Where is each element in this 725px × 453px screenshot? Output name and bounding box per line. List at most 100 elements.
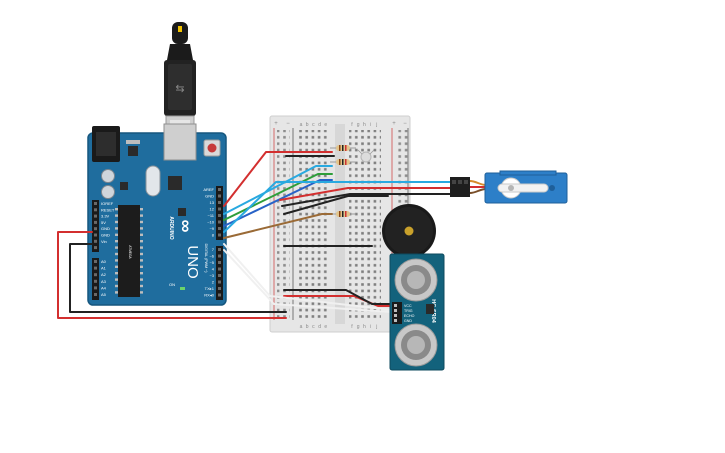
wire-buzzer-black[interactable]: [283, 195, 389, 215]
digital-pin-label: ~10: [207, 220, 215, 225]
regulator: [128, 146, 138, 156]
digital-pin-label: ~5: [209, 260, 214, 265]
digital-header-top: [216, 186, 223, 240]
wire-pin12-cyan[interactable]: [223, 165, 333, 215]
power-pin-label: RESET: [101, 207, 115, 212]
wire-pin10-blue[interactable]: [223, 179, 333, 227]
column-letter: a: [300, 122, 303, 128]
digital-pin-label: RX◂0: [204, 293, 215, 298]
column-letter: g: [357, 324, 360, 330]
micro-servo[interactable]: [450, 170, 568, 204]
rail-plus-top-right-label: +: [392, 121, 396, 127]
servo-horn: [497, 183, 549, 193]
power-header: [92, 200, 99, 252]
wire-servo-power-red[interactable]: [279, 187, 457, 201]
column-letter: i: [370, 122, 371, 128]
power-pin-label: GND: [101, 233, 110, 238]
power-pin-label: IOREF: [101, 201, 114, 206]
analog-pin-label: A0: [101, 259, 107, 264]
ultrasonic-transducer-bottom: [394, 323, 438, 367]
wire-sensor-trig-white[interactable]: [223, 249, 393, 313]
column-letter: i: [370, 324, 371, 330]
reset-button-cap: [207, 143, 217, 153]
wire-sensor-echo-white[interactable]: [223, 243, 393, 311]
digital-pwm-label: DIGITAL (PWM ~): [204, 244, 208, 273]
piezo-buzzer[interactable]: [382, 204, 436, 258]
column-letter: e: [324, 122, 327, 128]
breadboard-center-gap: [335, 124, 345, 324]
power-pin-label: 5V: [101, 220, 106, 225]
column-letter: j: [375, 122, 377, 128]
column-letter: e: [324, 324, 327, 330]
arduino-brand-label: ARDUINO: [168, 216, 174, 239]
digital-pin-label: ~9: [209, 226, 214, 231]
terminal-strip-left: [298, 130, 330, 320]
on-label: ON: [169, 282, 175, 287]
digital-header-bottom: [216, 246, 223, 300]
resistor-2[interactable]: [330, 159, 356, 165]
usb-chip: [168, 176, 182, 190]
analog-pin-label: A3: [101, 279, 107, 284]
digital-pin-label: 13: [210, 200, 215, 205]
wire-5v-red[interactable]: [57, 231, 287, 319]
rail-minus-top-label: −: [286, 121, 290, 127]
usb-jack: [163, 123, 197, 161]
left-power-rail: [277, 130, 290, 320]
wire-pin9-brown[interactable]: [223, 213, 333, 239]
column-letter: h: [363, 324, 366, 330]
column-letter: a: [300, 324, 303, 330]
resistor-3[interactable]: [330, 211, 356, 217]
column-letter: j: [375, 324, 377, 330]
wire-servo-signal-cyan[interactable]: [223, 181, 457, 233]
usb-cable-marker: [178, 26, 182, 32]
rgb-led[interactable]: [357, 149, 375, 163]
column-letter: b: [306, 324, 309, 330]
ultrasonic-transducer-top: [394, 258, 438, 302]
digital-pin-label: ~6: [209, 254, 214, 259]
arduino-model-label: UNO: [184, 245, 201, 278]
arduino-logo: ∞: [176, 220, 196, 233]
power-pin-label: Vin: [101, 239, 107, 244]
analog-header: [92, 258, 99, 300]
column-letter: b: [306, 122, 309, 128]
analog-pin-label: A2: [101, 272, 107, 277]
digital-pin-label: 7: [212, 247, 215, 252]
wire-sensor-gnd-black[interactable]: [283, 289, 393, 305]
digital-pin-label: 4: [212, 267, 215, 272]
crystal: [145, 165, 161, 197]
arduino-uno-board[interactable]: ∞ UNO ARDUINO ON DIGITAL (PWM ~) ATMEGA …: [87, 123, 227, 306]
column-letter: f: [351, 324, 353, 330]
digital-pin-label: GND: [205, 194, 214, 199]
column-letter: d: [318, 324, 321, 330]
wire-gnd-black[interactable]: [69, 243, 287, 313]
capacitor-1: [101, 169, 115, 183]
wire-pin11-green[interactable]: [223, 173, 333, 221]
usb-symbol-icon: ⇆: [175, 82, 184, 95]
analog-pin-label: A5: [101, 292, 107, 297]
capacitor-2: [101, 185, 115, 199]
digital-pin-label: 12: [210, 207, 215, 212]
sensor-pin-label: ECHO: [404, 314, 415, 318]
resistor-1[interactable]: [330, 145, 356, 151]
wire-servo-ground-black[interactable]: [281, 193, 457, 207]
sensor-pin-label: GND: [404, 319, 412, 323]
wire-pin13-red[interactable]: [223, 151, 333, 207]
analog-pin-label: A4: [101, 285, 107, 290]
on-led: [180, 287, 185, 290]
column-letter: d: [318, 122, 321, 128]
buzzer-center: [404, 226, 414, 236]
column-letter: f: [351, 122, 353, 128]
column-letter: c: [312, 122, 315, 128]
power-pin-label: 3.3V: [101, 214, 110, 219]
digital-pin-label: 2: [212, 280, 215, 285]
column-letter: g: [357, 122, 360, 128]
chip-label: ATMEGA: [128, 245, 132, 259]
